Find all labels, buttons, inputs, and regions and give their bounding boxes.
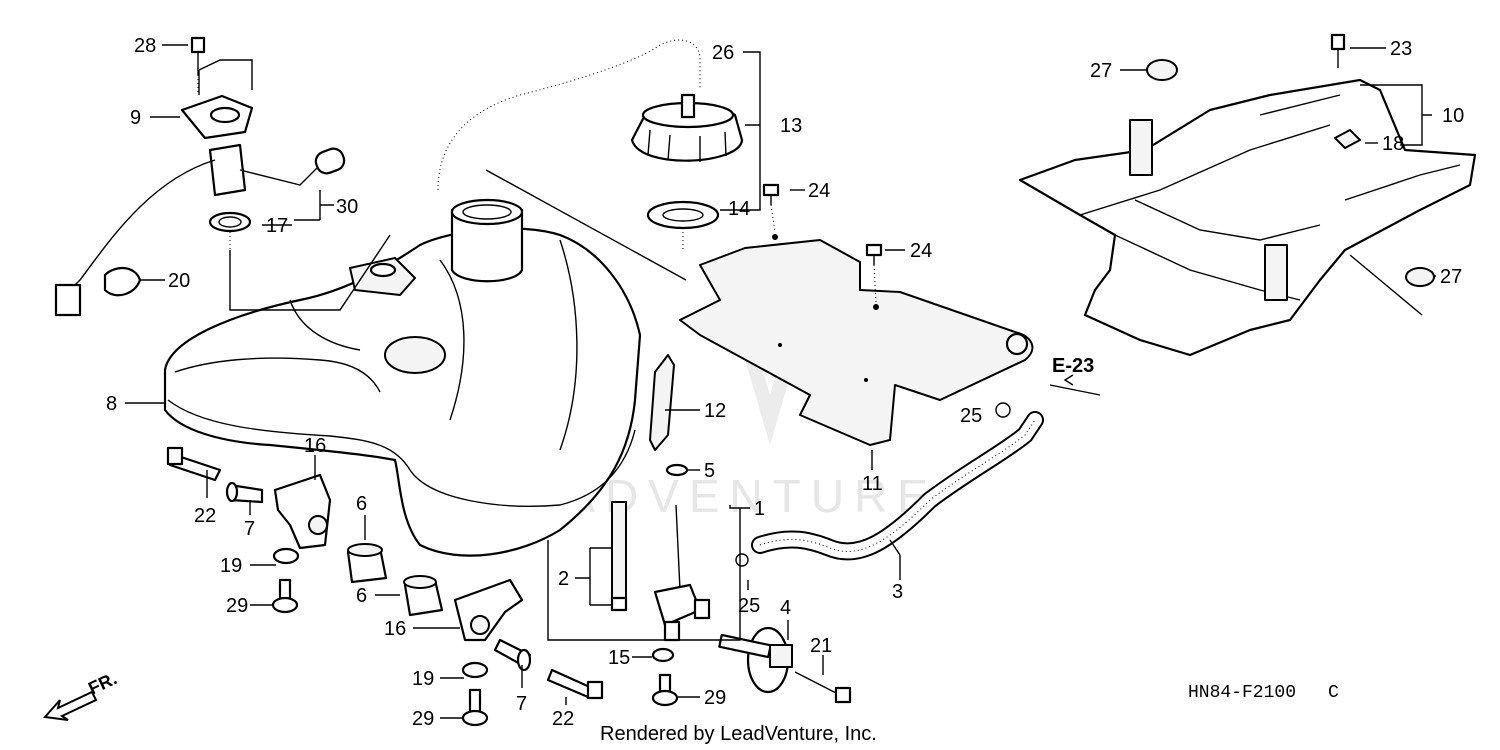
callout-30[interactable]: 30	[336, 196, 358, 218]
nut-19b[interactable]	[461, 661, 489, 679]
collar-7a[interactable]	[225, 481, 264, 504]
callout-7[interactable]: 7	[244, 518, 255, 540]
callout-9[interactable]: 9	[130, 107, 141, 129]
callout-4[interactable]: 4	[780, 597, 791, 619]
fuel-cap[interactable]	[630, 93, 744, 162]
callout-17[interactable]: 17	[266, 215, 288, 237]
bolt-29a[interactable]	[271, 578, 299, 614]
bolt-22a[interactable]	[166, 446, 222, 482]
washer-5[interactable]	[665, 463, 689, 477]
callout-16[interactable]: 16	[384, 618, 406, 640]
bracket-16a[interactable]	[273, 473, 332, 550]
front-arrow-icon: FR.	[43, 668, 120, 721]
callout-3[interactable]: 3	[892, 581, 903, 603]
cap-gasket[interactable]	[646, 200, 720, 230]
callout-12[interactable]: 12	[704, 400, 726, 422]
callout-22[interactable]: 22	[552, 708, 574, 730]
bracket-16b[interactable]	[453, 578, 524, 642]
callout-27[interactable]: 27	[1090, 60, 1112, 82]
mount-4[interactable]	[718, 626, 793, 694]
callout-22[interactable]: 22	[194, 505, 216, 527]
nut-19a[interactable]	[272, 547, 300, 565]
diagram-code-suffix: C	[1328, 683, 1339, 703]
plug-27b[interactable]	[1405, 267, 1435, 287]
fuel-pump-unit[interactable]	[54, 36, 347, 317]
fuel-tank[interactable]	[163, 198, 642, 557]
cushion-6a[interactable]	[346, 543, 388, 584]
screw-23[interactable]	[1330, 33, 1346, 68]
callout-14[interactable]: 14	[728, 198, 750, 220]
bolt-29c[interactable]	[651, 673, 679, 707]
callout-25[interactable]: 25	[960, 405, 982, 427]
callout-19[interactable]: 19	[220, 555, 242, 577]
callout-labels: 28 9 30 17 20 8 22 7 16 19 29 6 6 16 19 …	[106, 35, 1464, 730]
callout-20[interactable]: 20	[168, 270, 190, 292]
pad-18[interactable]	[1334, 129, 1361, 149]
callout-7[interactable]: 7	[516, 693, 527, 715]
grommet-24b[interactable]	[865, 243, 883, 265]
callout-27[interactable]: 27	[1440, 266, 1462, 288]
callout-8[interactable]: 8	[106, 393, 117, 415]
callout-10[interactable]: 10	[1442, 105, 1464, 127]
plug-27a[interactable]	[1146, 59, 1178, 81]
section-reference[interactable]: E-23	[1052, 355, 1094, 377]
fuel-valve[interactable]	[610, 501, 711, 642]
callout-5[interactable]: 5	[704, 460, 715, 482]
callout-15[interactable]: 15	[608, 647, 630, 669]
bolt-21[interactable]	[794, 671, 852, 704]
cushion-6b[interactable]	[403, 575, 444, 617]
bolt-29b[interactable]	[461, 688, 489, 727]
fuel-hose[interactable]	[753, 413, 1042, 559]
callout-24[interactable]: 24	[910, 240, 932, 262]
credit-text: Rendered by LeadVenture, Inc.	[600, 723, 877, 745]
callout-19[interactable]: 19	[412, 668, 434, 690]
callout-29[interactable]: 29	[704, 687, 726, 709]
grommet-24a[interactable]	[762, 183, 780, 205]
callout-6[interactable]: 6	[356, 493, 367, 515]
lower-guard[interactable]	[1018, 78, 1477, 357]
callout-25[interactable]: 25	[738, 595, 760, 617]
heat-guard-plate[interactable]	[679, 234, 1034, 446]
callout-1[interactable]: 1	[754, 498, 765, 520]
callout-18[interactable]: 18	[1382, 133, 1404, 155]
leader-lines	[125, 44, 1436, 719]
callout-26[interactable]: 26	[712, 42, 734, 64]
clip-12[interactable]	[649, 354, 675, 451]
callout-24[interactable]: 24	[808, 180, 830, 202]
callout-21[interactable]: 21	[810, 635, 832, 657]
callout-28[interactable]: 28	[134, 35, 156, 57]
clip-25a[interactable]	[735, 553, 749, 567]
diagram-code: HN84-F2100	[1188, 683, 1296, 703]
collar-7b[interactable]	[493, 638, 532, 672]
clip-25b[interactable]	[995, 402, 1011, 418]
callout-13[interactable]: 13	[780, 115, 802, 137]
nut-15[interactable]	[651, 647, 675, 663]
callout-6[interactable]: 6	[356, 585, 367, 607]
callout-29[interactable]: 29	[412, 708, 434, 730]
callout-16[interactable]: 16	[304, 435, 326, 457]
callout-11[interactable]: 11	[862, 473, 883, 495]
bolt-22b[interactable]	[546, 668, 604, 700]
callout-23[interactable]: 23	[1390, 38, 1412, 60]
callout-2[interactable]: 2	[558, 568, 569, 590]
callout-29[interactable]: 29	[226, 595, 248, 617]
